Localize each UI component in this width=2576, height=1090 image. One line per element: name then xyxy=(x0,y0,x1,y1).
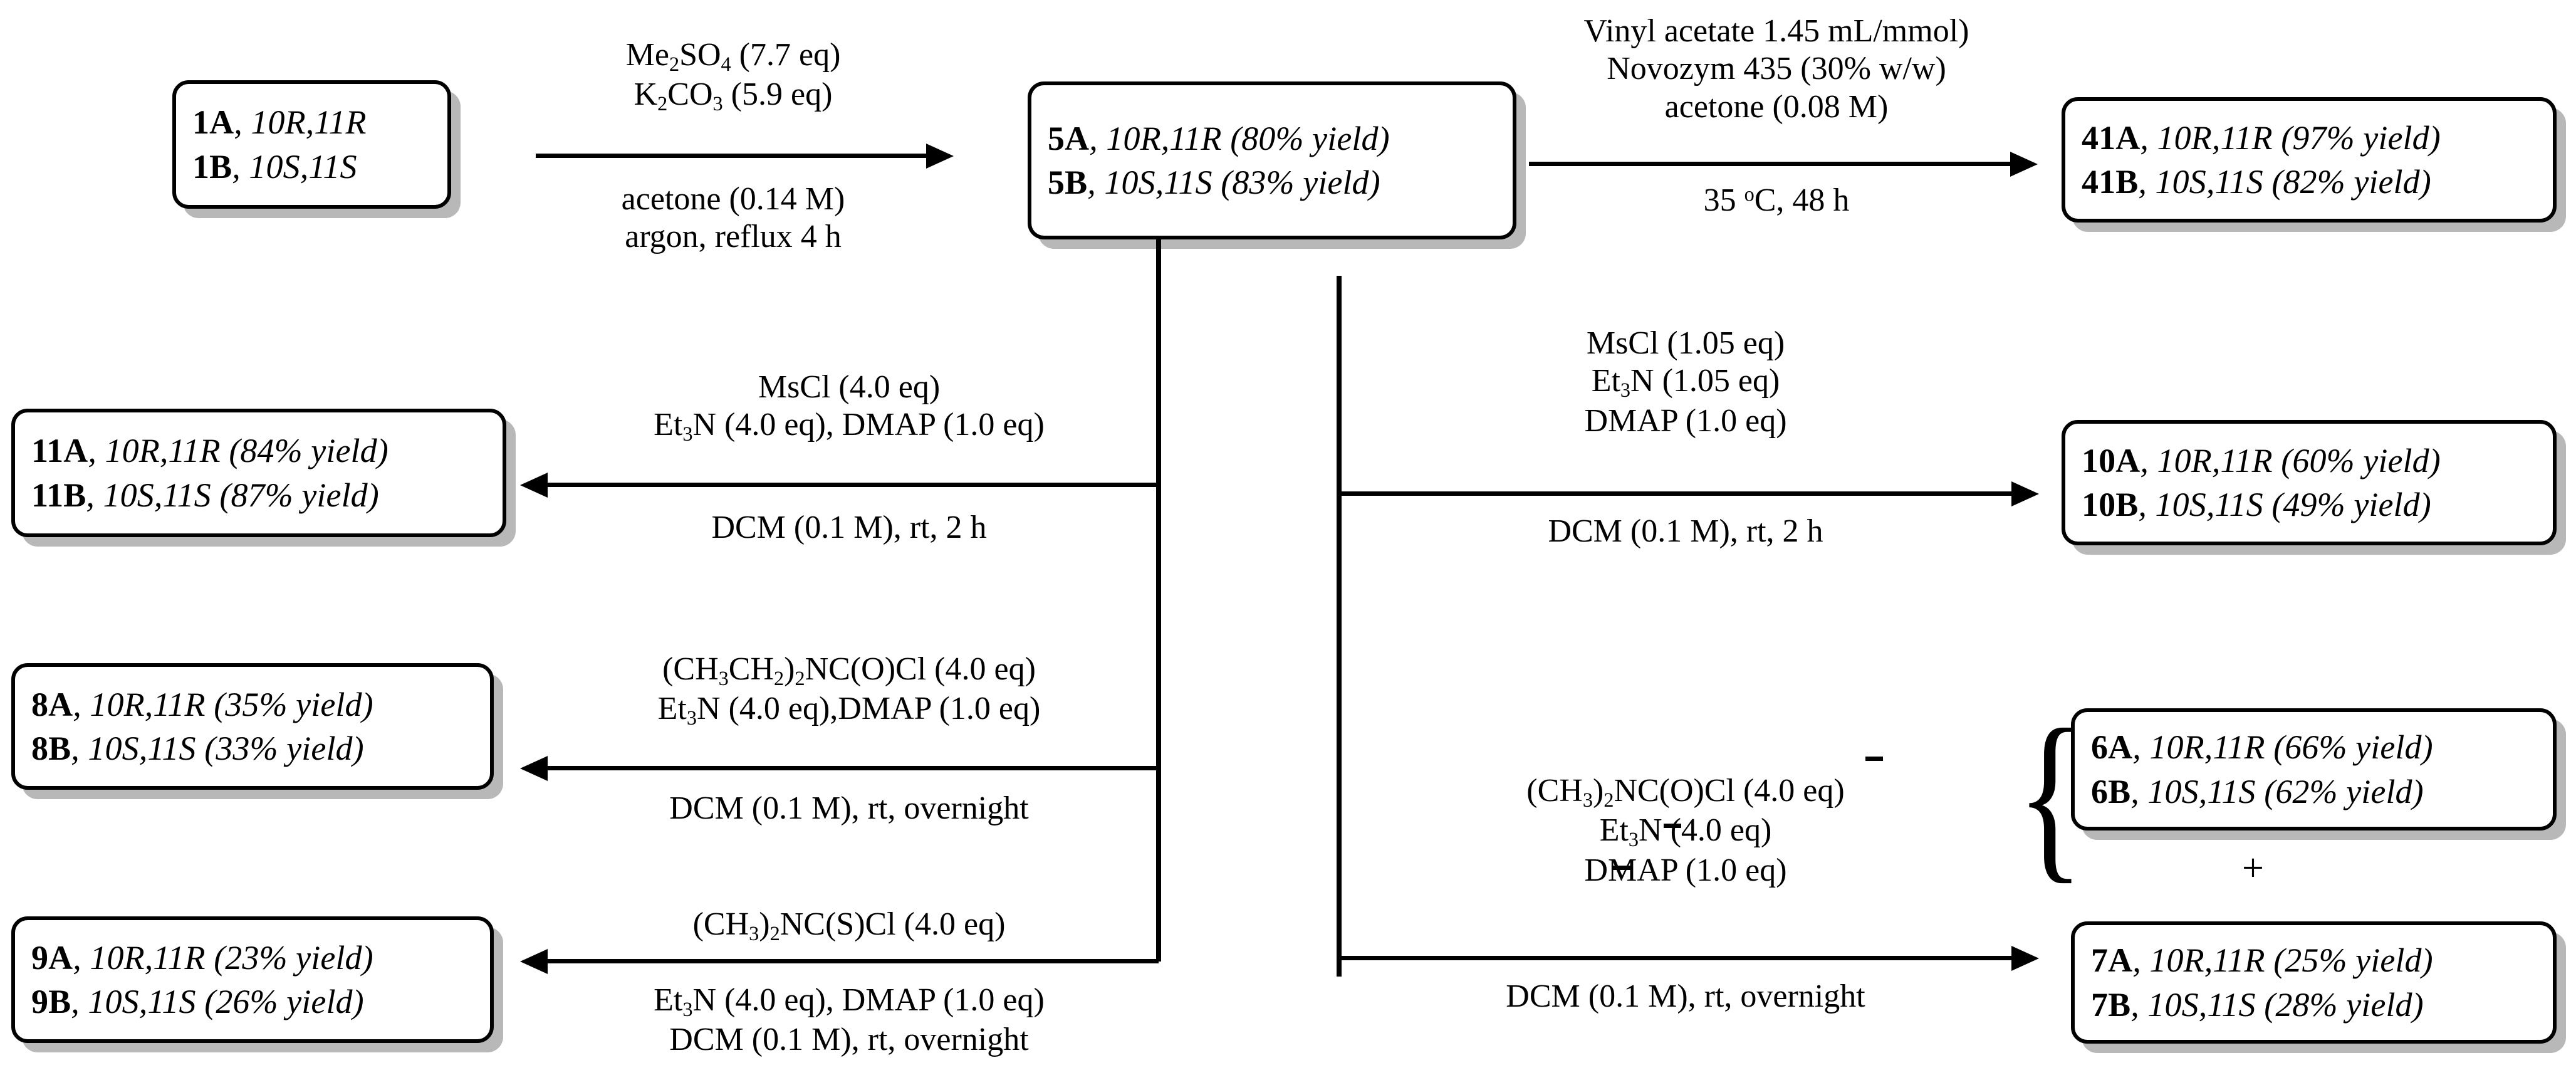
condition-line: K2CO3 (5.9 eq) xyxy=(634,76,833,115)
condition-line: Novozym 435 (30% w/w) xyxy=(1607,51,1946,87)
condition-line: DMAP (1.0 eq) xyxy=(1584,852,1787,888)
condition-line: argon, reflux 4 h xyxy=(625,219,842,255)
methylation-arrowhead xyxy=(926,144,954,169)
bis-mesylation-conditions-below: DCM (0.1 M), rt, 2 h xyxy=(539,509,1159,547)
acetylation-arrow-shaft xyxy=(1529,162,2011,166)
box-line: 8A, 10R,11R (35% yield) xyxy=(31,685,373,723)
condition-line: DMAP (1.0 eq) xyxy=(1584,402,1787,439)
box-line: 1A, 10R,11R xyxy=(192,103,367,142)
condition-line: (CH3CH2)2NC(O)Cl (4.0 eq) xyxy=(662,651,1036,690)
condition-line: acetone (0.08 M) xyxy=(1664,88,1889,125)
condition-line: Me2SO4 (7.7 eq) xyxy=(625,37,841,76)
intermediate-5-box: 5A, 10R,11R (80% yield) 5B, 10S,11S (83%… xyxy=(1028,81,1516,239)
right-branch-connector xyxy=(1337,276,1342,977)
product-9-box: 9A, 10R,11R (23% yield) 9B, 10S,11S (26%… xyxy=(11,916,494,1043)
enzymatic-acetylation-conditions-above: Vinyl acetate 1.45 mL/mmol) Novozym 435 … xyxy=(1501,13,2052,126)
bis-mesylation-arrow-shaft xyxy=(548,483,1159,487)
product-6-box: 6A, 10R,11R (66% yield) 6B, 10S,11S (62%… xyxy=(2071,708,2557,831)
condition-line: (CH3)2NC(O)Cl (4.0 eq) xyxy=(1526,773,1845,812)
condition-line: Et3N (1.05 eq) xyxy=(1591,363,1780,402)
methylation-conditions-below: acetone (0.14 M) argon, reflux 4 h xyxy=(551,181,915,256)
condition-line: DCM (0.1 M), rt, 2 h xyxy=(1548,513,1823,549)
dimethylcarbamoyl-conditions-above: (CH3)2NC(O)Cl (4.0 eq) Et3N (4.0 eq) DMA… xyxy=(1366,772,2005,889)
condition-line: (CH3)2NC(S)Cl (4.0 eq) xyxy=(692,906,1006,945)
condition-line: Et3N (4.0 eq),DMAP (1.0 eq) xyxy=(657,691,1041,730)
diethylcarbamoyl-conditions-below: DCM (0.1 M), rt, overnight xyxy=(539,790,1159,827)
diethylcarbamoyl-arrowhead xyxy=(520,756,548,781)
artifact-dash xyxy=(1664,824,1681,828)
box-line: 7B, 10S,11S (28% yield) xyxy=(2091,985,2424,1024)
artifact-dash xyxy=(1865,757,1883,761)
box-line: 6A, 10R,11R (66% yield) xyxy=(2091,728,2433,767)
product-7-box: 7A, 10R,11R (25% yield) 7B, 10S,11S (28%… xyxy=(2071,921,2557,1044)
condition-line: MsCl (1.05 eq) xyxy=(1586,325,1785,361)
box-line: 9B, 10S,11S (26% yield) xyxy=(31,983,364,1020)
product-10-box: 10A, 10R,11R (60% yield) 10B, 10S,11S (4… xyxy=(2062,420,2557,545)
condition-line: 35 oC, 48 h xyxy=(1703,182,1850,218)
dimethylcarbamoyl-arrow-shaft xyxy=(1337,956,2013,960)
bis-mesylation-arrowhead xyxy=(520,473,548,498)
condition-line: Vinyl acetate 1.45 mL/mmol) xyxy=(1583,13,1969,49)
box-line: 6B, 10S,11S (62% yield) xyxy=(2091,772,2424,810)
thiocarbamoyl-conditions-above: (CH3)2NC(S)Cl (4.0 eq) xyxy=(539,906,1159,945)
condition-line: MsCl (4.0 eq) xyxy=(758,369,941,405)
condition-line: Et3N (4.0 eq) xyxy=(1599,812,1772,851)
box-line: 10B, 10S,11S (49% yield) xyxy=(2082,486,2431,523)
box-line: 41A, 10R,11R (97% yield) xyxy=(2082,118,2441,157)
artifact-dash xyxy=(1613,866,1630,870)
condition-line: Et3N (4.0 eq), DMAP (1.0 eq) xyxy=(654,982,1045,1021)
dimethylcarbamoyl-conditions-below: DCM (0.1 M), rt, overnight xyxy=(1366,978,2005,1015)
condition-line: DCM (0.1 M), rt, 2 h xyxy=(711,510,987,545)
diethylcarbamoyl-arrow-shaft xyxy=(548,766,1159,770)
condition-line: acetone (0.14 M) xyxy=(621,181,845,217)
box-line: 1B, 10S,11S xyxy=(192,147,357,186)
left-branch-connector xyxy=(1156,239,1161,962)
product-41-box: 41A, 10R,11R (97% yield) 41B, 10S,11S (8… xyxy=(2062,97,2557,223)
box-line: 9A, 10R,11R (23% yield) xyxy=(31,938,373,977)
box-line: 8B, 10S,11S (33% yield) xyxy=(31,730,364,767)
methylation-conditions-above: Me2SO4 (7.7 eq) K2CO3 (5.9 eq) xyxy=(551,36,915,116)
condition-line: Et3N (4.0 eq), DMAP (1.0 eq) xyxy=(654,407,1045,446)
thiocarbamoyl-arrowhead xyxy=(520,949,548,974)
enzymatic-acetylation-conditions-below: 35 oC, 48 h xyxy=(1501,182,2052,219)
thiocarbamoyl-arrow-shaft xyxy=(548,959,1159,963)
product-8-box: 8A, 10R,11R (35% yield) 8B, 10S,11S (33%… xyxy=(11,663,494,790)
mono-mesylation-conditions-below: DCM (0.1 M), rt, 2 h xyxy=(1366,513,2005,550)
starting-material-box: 1A, 10R,11R 1B, 10S,11S xyxy=(172,80,451,209)
bis-mesylation-conditions-above: MsCl (4.0 eq) Et3N (4.0 eq), DMAP (1.0 e… xyxy=(539,369,1159,446)
box-line: 5B, 10S,11S (83% yield) xyxy=(1048,164,1380,201)
box-line: 7A, 10R,11R (25% yield) xyxy=(2091,941,2433,980)
box-line: 11B, 10S,11S (87% yield) xyxy=(31,476,379,514)
mono-mesylation-arrowhead xyxy=(2011,481,2039,506)
condition-line: DCM (0.1 M), rt, overnight xyxy=(669,790,1029,826)
box-line: 5A, 10R,11R (80% yield) xyxy=(1048,119,1390,157)
box-line: 41B, 10S,11S (82% yield) xyxy=(2082,163,2431,201)
methylation-arrow-shaft xyxy=(536,154,927,158)
box-line: 11A, 10R,11R (84% yield) xyxy=(31,432,388,470)
plus-symbol: + xyxy=(2242,847,2264,889)
thiocarbamoyl-conditions-below: Et3N (4.0 eq), DMAP (1.0 eq) DCM (0.1 M)… xyxy=(539,982,1159,1059)
mono-mesylation-arrow-shaft xyxy=(1337,491,2013,496)
mono-mesylation-conditions-above: MsCl (1.05 eq) Et3N (1.05 eq) DMAP (1.0 … xyxy=(1366,325,2005,440)
dimethylcarbamoyl-arrowhead xyxy=(2011,946,2039,971)
condition-line: DCM (0.1 M), rt, overnight xyxy=(1506,978,1865,1014)
condition-line: DCM (0.1 M), rt, overnight xyxy=(669,1022,1029,1058)
product-11-box: 11A, 10R,11R (84% yield) 11B, 10S,11S (8… xyxy=(11,409,506,537)
diethylcarbamoyl-conditions-above: (CH3CH2)2NC(O)Cl (4.0 eq) Et3N (4.0 eq),… xyxy=(539,651,1159,730)
acetylation-arrowhead xyxy=(2010,152,2038,177)
box-line: 10A, 10R,11R (60% yield) xyxy=(2082,441,2441,479)
